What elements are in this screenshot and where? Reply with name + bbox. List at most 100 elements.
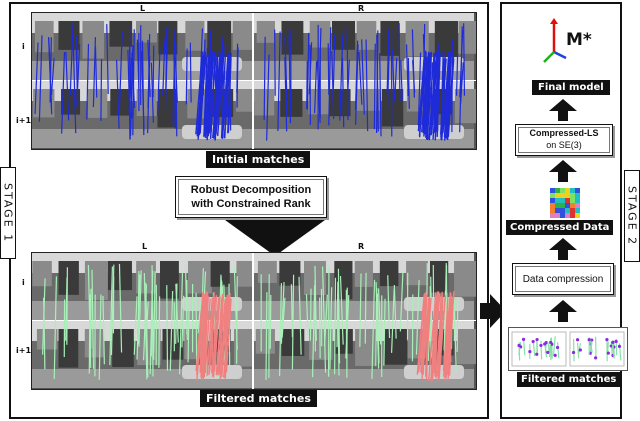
outlier-line [417,56,426,132]
outlier-line [444,295,452,381]
outlier-line [218,296,224,374]
match-line [306,32,310,110]
mosaic-cell [575,198,580,203]
match-line [288,34,292,124]
thumb-point [575,338,580,342]
match-line [383,298,386,366]
outlier-line [434,292,440,377]
up-arrow-icon [549,99,577,121]
thumb-match-line [572,339,575,362]
outlier-line [208,295,215,376]
match-line [274,29,276,96]
match-line [147,34,151,109]
decomposition-line2: with Constrained Rank [191,198,311,210]
thumb-point [521,337,526,341]
match-line [355,44,359,125]
match-line [284,56,288,132]
match-line [169,290,174,371]
outlier-line [202,297,207,378]
match-line [162,38,166,96]
match-line [391,49,395,101]
mosaic-cell [555,193,560,198]
match-line [109,266,113,366]
decomposition-line1: Robust Decomposition [190,183,312,196]
outlier-line [423,51,430,132]
match-line [291,274,295,370]
match-line [100,59,103,121]
match-line [141,40,145,136]
match-line [331,51,335,119]
outlier-line [210,57,216,132]
mosaic-cell [570,213,575,218]
mosaic-cell [575,188,580,193]
match-line [278,283,283,377]
match-line [405,44,409,96]
match-line [91,269,95,369]
match-line [166,285,169,371]
match-line [339,33,344,121]
outlier-line [436,52,441,137]
match-line [102,295,105,365]
match-line [150,62,154,123]
match-line [236,276,238,364]
mosaic-cell [560,213,565,218]
match-line [165,26,168,96]
mosaic-cell [575,213,580,218]
coordinate-axes-icon [543,18,567,63]
compressed-ls-line1: Compressed-LS [529,128,599,139]
match-line [453,298,457,372]
match-line [365,39,369,132]
thumb-point [535,352,539,356]
compressed-data-mosaic [550,188,580,218]
mosaic-cell [565,213,570,218]
outlier-line [438,296,447,381]
thumb-match-line [612,341,615,358]
thumb-point [578,348,582,352]
top-left-col-label: L [140,4,146,13]
match-line [281,297,286,338]
stage1-tab: STAGE 1 [0,167,16,259]
match-line [72,23,77,134]
mosaic-cell [565,208,570,213]
outlier-line [447,51,452,136]
match-line [98,294,102,380]
mosaic-cell [570,203,575,208]
thumb-match-line [589,338,593,353]
thumb-point [611,340,615,344]
compressed-data-caption: Compressed Data [506,220,614,235]
mosaic-cell [560,208,565,213]
outlier-line [446,293,455,376]
up-arrow-icon [549,238,577,260]
outlier-line [203,51,211,136]
match-line [132,29,135,116]
mosaic-cell [575,203,580,208]
outlier-line [206,297,214,376]
outlier-line [215,57,223,135]
match-line [375,30,379,133]
thumb-point [614,339,618,344]
match-line [400,60,403,101]
outlier-line [206,53,215,141]
match-line [332,33,336,104]
match-line [336,281,339,348]
match-line [136,274,141,360]
bottom-images [31,252,477,390]
mosaic-cell [560,193,565,198]
mosaic-cell [555,208,560,213]
bottom-left-col-label: L [142,242,148,251]
match-line [306,60,308,109]
up-arrow-icon [549,160,577,182]
match-line [387,275,391,338]
match-line [417,52,422,126]
match-line [373,43,376,130]
filtered-matches-canvas [32,253,476,389]
match-line [290,284,294,337]
mosaic-cell [560,188,565,193]
match-line [407,57,410,109]
match-line [42,278,46,355]
bottom-row2-label: i+1 [16,346,32,355]
outlier-line [416,294,425,375]
match-line [48,37,53,109]
match-line [329,287,333,370]
match-line [412,60,416,93]
